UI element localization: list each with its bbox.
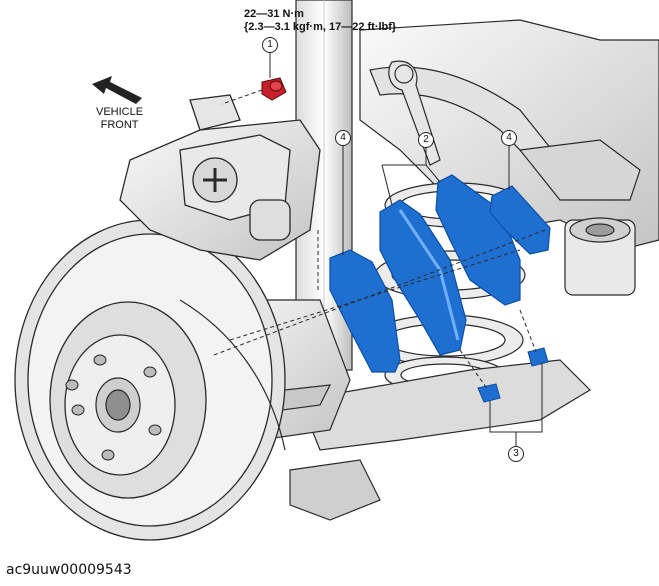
callout-1: 1 xyxy=(262,37,278,53)
wheel-hub xyxy=(95,377,141,433)
vehicle-front-label: VEHICLE FRONT xyxy=(96,106,143,132)
bolt-leader xyxy=(221,89,263,105)
vehicle-front-arrow xyxy=(92,76,142,104)
lower-arm xyxy=(289,359,591,521)
callout-2: 2 xyxy=(418,132,434,148)
brake-caliper xyxy=(119,94,321,261)
pad-clips xyxy=(477,347,549,403)
torque-spec: 22—31 N·m {2.3—3.1 kgf·m, 17—22 ft·lbf} xyxy=(244,8,396,34)
torque-conversions: {2.3—3.1 kgf·m, 17—22 ft·lbf} xyxy=(244,21,397,33)
callout-4-right: 4 xyxy=(501,130,517,146)
bushing xyxy=(564,217,636,296)
callout-4-left: 4 xyxy=(335,130,351,146)
brake-disc xyxy=(14,219,286,541)
shim-inner-right xyxy=(489,185,551,255)
brake-pad-inner xyxy=(435,174,521,306)
callout-3: 3 xyxy=(508,446,524,462)
shim-outer-left xyxy=(329,249,401,373)
assembly-guide-lines xyxy=(213,229,546,391)
dust-shield xyxy=(179,299,286,451)
wheel-studs xyxy=(65,354,162,461)
vehicle-front-line2: FRONT xyxy=(100,119,139,131)
figure-id: ac9uuw00009543 xyxy=(6,562,132,578)
caliper-bolt xyxy=(261,77,287,101)
vehicle-front-line1: VEHICLE xyxy=(96,106,144,118)
callout-leaders xyxy=(342,145,543,446)
torque-value: 22—31 N·m xyxy=(244,8,304,20)
